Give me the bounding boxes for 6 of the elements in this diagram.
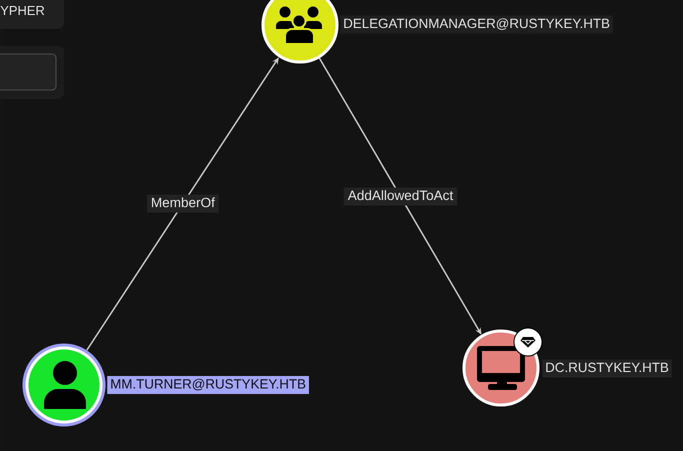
edge-label: MemberOf [146, 194, 219, 213]
node-label: MM.TURNER@RUSTYKEY.HTB [107, 376, 309, 394]
button: YPHER [0, 0, 64, 29]
node-label: DC.RUSTYKEY.HTB [542, 360, 672, 378]
node-label: DELEGATIONMANAGER@RUSTYKEY.HTB [340, 16, 613, 34]
edge-label: AddAllowedToAct [344, 188, 458, 206]
